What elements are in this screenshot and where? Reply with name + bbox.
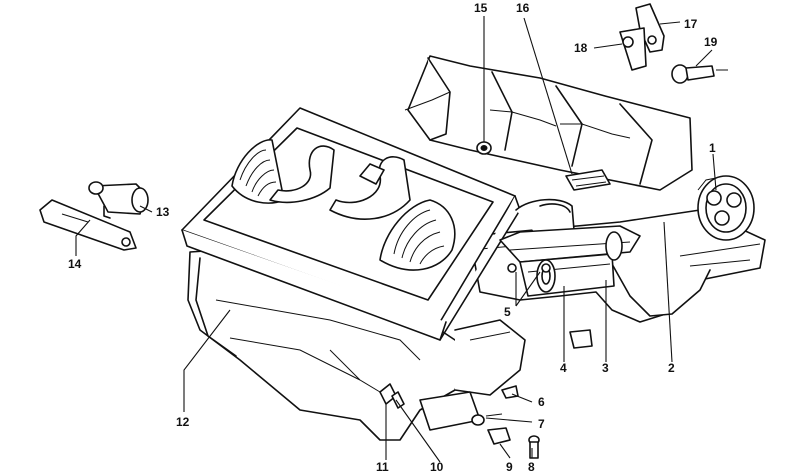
callout-11: 11: [376, 460, 389, 473]
actuator: [88, 181, 149, 219]
callout-18: 18: [574, 41, 588, 55]
callout-15: 15: [474, 1, 488, 15]
callout-3: 3: [602, 361, 609, 375]
fasteners: [471, 263, 593, 459]
callout-1: 1: [709, 141, 716, 155]
plug: [476, 141, 492, 155]
callouts: 1 2 3 4 5 6 7 8 9 10 11 12 13 14 15 16 1…: [68, 1, 718, 473]
callout-13: 13: [156, 205, 170, 219]
callout-7: 7: [538, 417, 545, 431]
rear-air-duct: [404, 55, 693, 191]
callout-16: 16: [516, 1, 530, 15]
callout-19: 19: [704, 35, 718, 49]
lever: [39, 199, 137, 251]
bolt: [671, 64, 728, 84]
front-bezel-frame: [181, 107, 521, 341]
callout-4: 4: [560, 361, 567, 375]
callout-17: 17: [684, 17, 698, 31]
callout-5: 5: [504, 305, 511, 319]
callout-8: 8: [528, 460, 535, 473]
leader-lines: [75, 16, 717, 463]
callout-14: 14: [68, 257, 82, 271]
bracket-assembly: [619, 3, 665, 71]
callout-12: 12: [176, 415, 190, 429]
callout-9: 9: [506, 460, 513, 473]
callout-6: 6: [538, 395, 545, 409]
round-flange: [697, 175, 755, 241]
linkage-rod: [329, 349, 405, 409]
callout-2: 2: [668, 361, 675, 375]
control-module: [565, 169, 611, 191]
callout-10: 10: [430, 460, 444, 473]
